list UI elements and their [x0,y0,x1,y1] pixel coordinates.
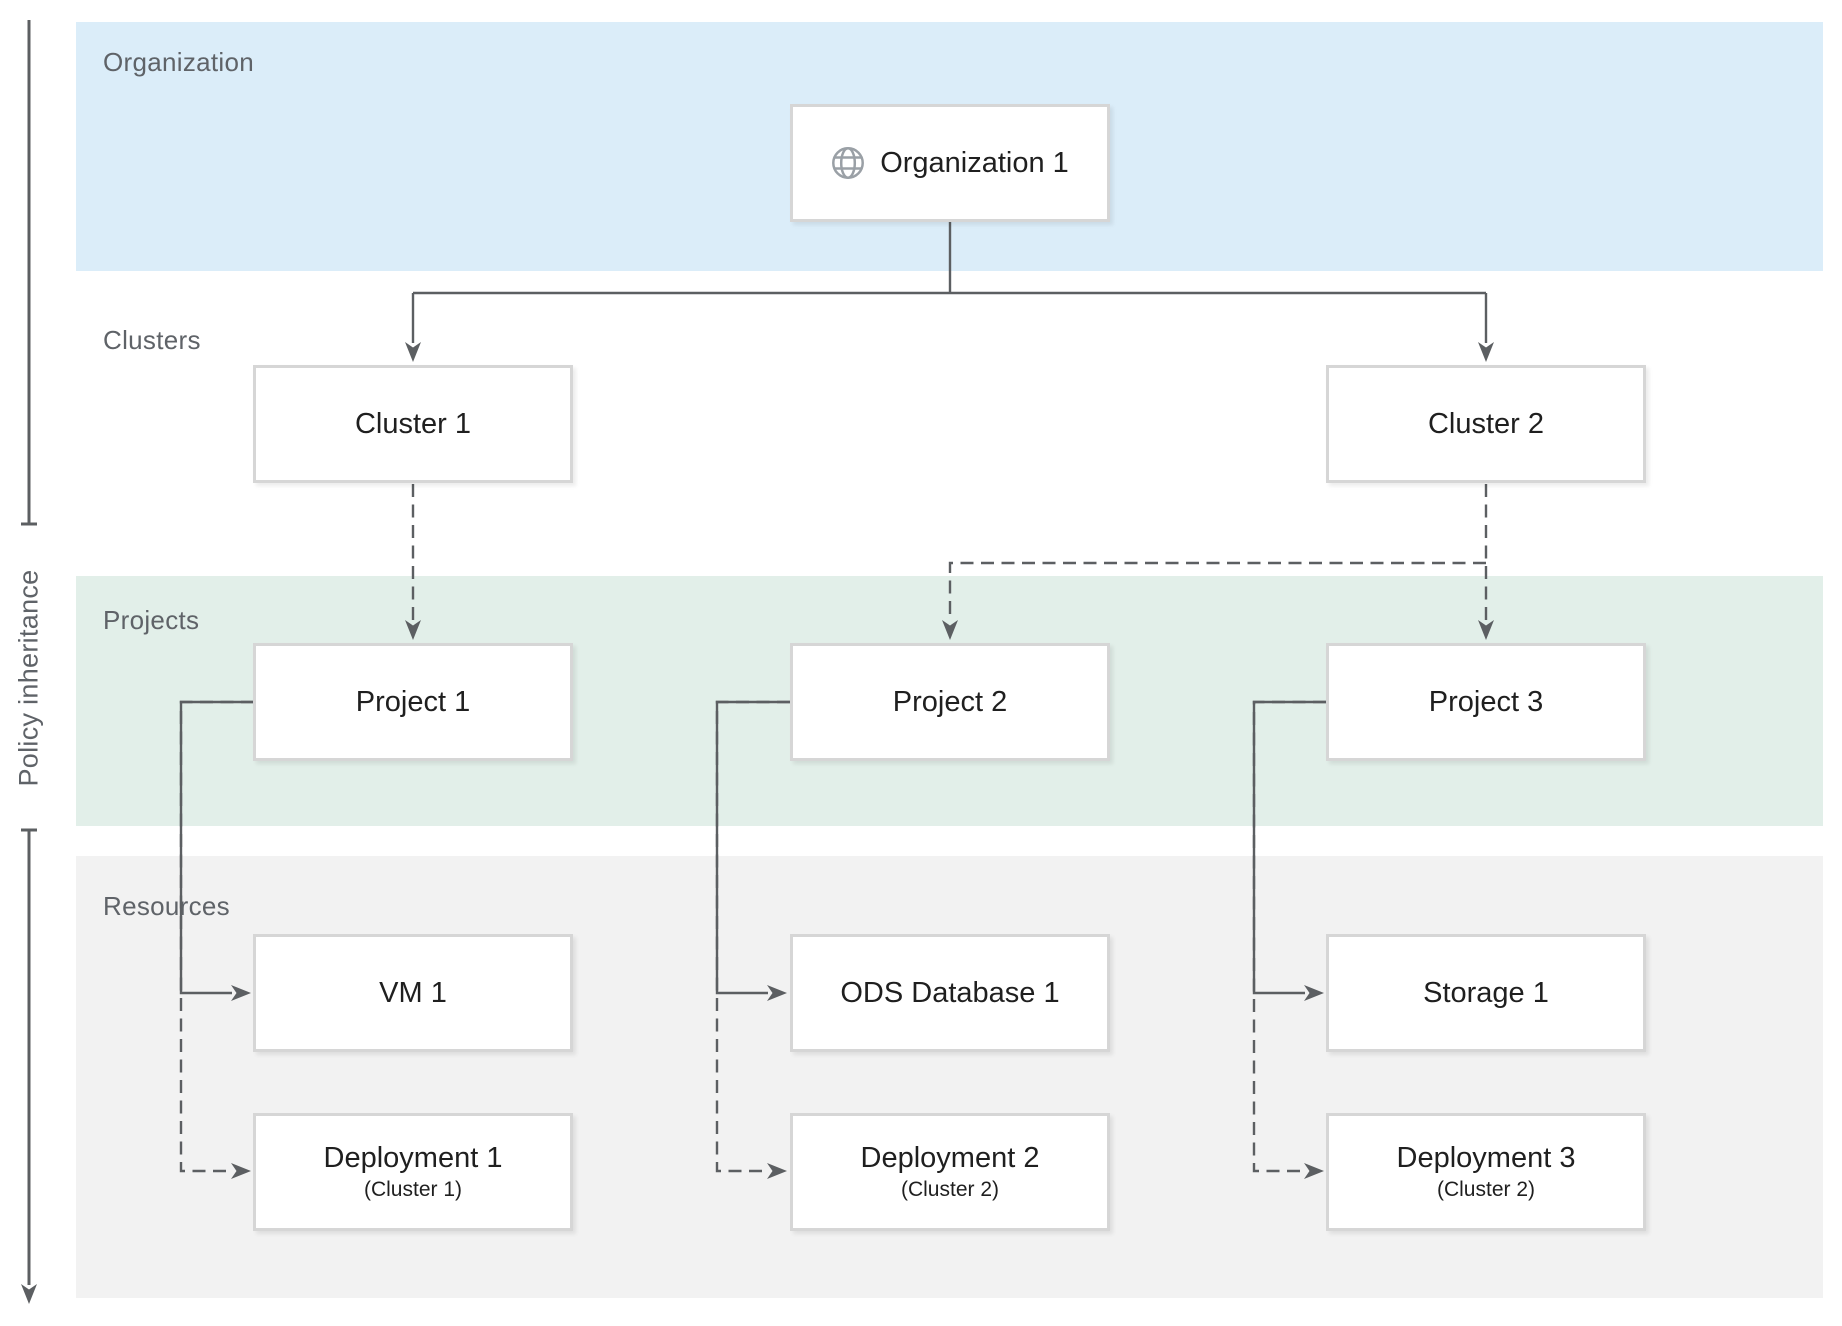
node-project-1: Project 1 [253,643,573,761]
node-deployment-2: Deployment 2 (Cluster 2) [790,1113,1110,1231]
node-cluster-2: Cluster 2 [1326,365,1646,483]
node-project-3: Project 3 [1326,643,1646,761]
node-organization-1: Organization 1 [790,104,1110,222]
node-deployment-1: Deployment 1 (Cluster 1) [253,1113,573,1231]
node-sublabel: (Cluster 2) [900,1178,1000,1201]
band-label-organization: Organization [103,47,255,77]
policy-inheritance-label: Policy inheritance [13,569,44,787]
node-label: Deployment 1 [323,1142,503,1174]
node-label: Deployment 2 [860,1142,1040,1174]
node-label: Cluster 1 [354,407,472,440]
band-label-resources: Resources [103,891,230,921]
node-label: ODS Database 1 [840,976,1060,1009]
node-label: Project 3 [1428,685,1544,718]
node-sublabel: (Cluster 2) [1436,1178,1536,1201]
node-label: VM 1 [379,976,447,1009]
node-deployment-3: Deployment 3 (Cluster 2) [1326,1113,1646,1231]
globe-icon [832,147,865,179]
node-label: Storage 1 [1423,976,1549,1009]
node-label: Project 2 [892,685,1008,718]
node-ods-database-1: ODS Database 1 [790,934,1110,1052]
node-vm-1: VM 1 [253,934,573,1052]
node-project-2: Project 2 [790,643,1110,761]
node-label: Organization 1 [880,146,1069,179]
node-label: Cluster 2 [1427,407,1545,440]
band-label-projects: Projects [103,605,200,635]
node-sublabel: (Cluster 1) [363,1178,463,1201]
node-cluster-1: Cluster 1 [253,365,573,483]
node-storage-1: Storage 1 [1326,934,1646,1052]
band-label-clusters: Clusters [103,325,201,355]
resources-band [76,856,1823,1298]
node-label: Deployment 3 [1396,1142,1576,1174]
node-label: Project 1 [355,685,471,718]
